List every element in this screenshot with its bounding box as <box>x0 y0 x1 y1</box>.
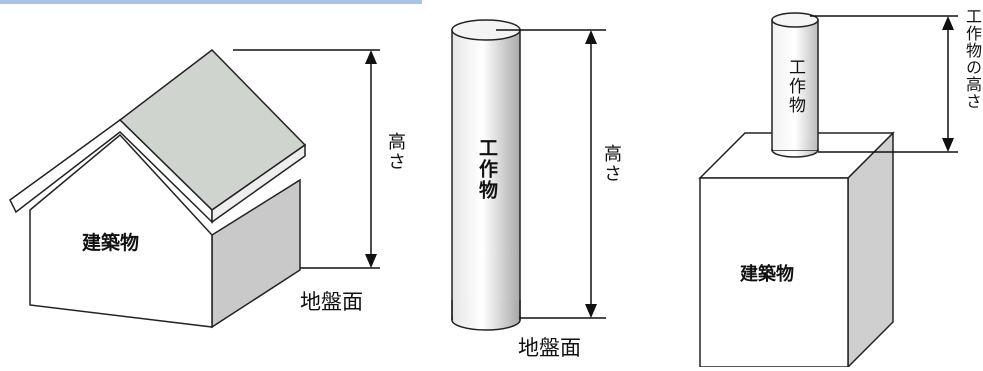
house-height-label: 高さ <box>385 132 406 172</box>
house-building-label: 建築物 <box>82 232 140 254</box>
rooftop-figure <box>698 12 958 369</box>
top-highlight-strip <box>0 0 422 4</box>
house-front-wall <box>29 133 213 328</box>
rooftop-structure-label: 工作物 <box>785 58 805 115</box>
pole-body <box>451 29 521 321</box>
house-ground-label: 地盤面 <box>300 290 363 314</box>
rooftop-structure-top <box>771 12 819 28</box>
pole-ground-label: 地盤面 <box>518 336 581 360</box>
rooftop-structure-height-label: 工作物の高さ <box>963 8 982 110</box>
house-figure <box>9 49 380 329</box>
rooftop-structure-body <box>771 19 819 151</box>
pole-figure <box>451 19 606 331</box>
rooftop-building-label: 建築物 <box>740 264 794 285</box>
pole-structure-label: 工作物 <box>476 138 498 201</box>
pole-height-label: 高さ <box>601 144 622 184</box>
rooftop-building-front <box>699 177 849 368</box>
